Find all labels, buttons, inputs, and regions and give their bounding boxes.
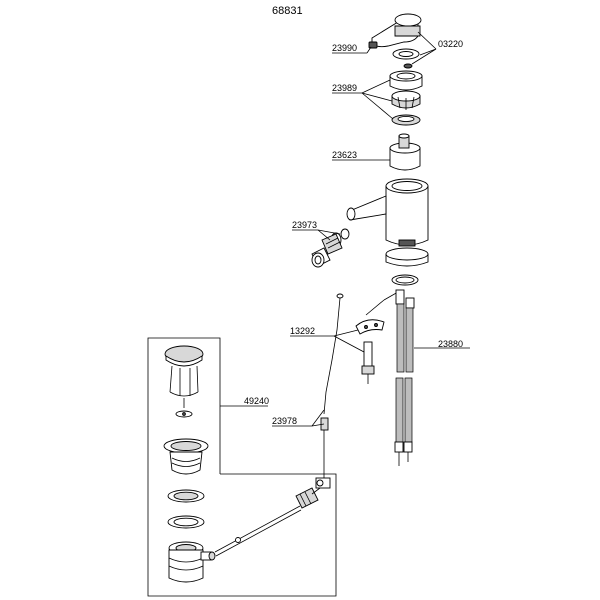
pivot-rod	[214, 487, 321, 557]
waste-flange	[163, 438, 209, 475]
label-aerator: 23973	[292, 220, 317, 230]
waste-plug	[164, 345, 204, 408]
waste-seal-bottom	[167, 515, 205, 529]
handle-lever	[371, 13, 422, 48]
waste-seal-top	[167, 489, 205, 503]
mounting-bracket	[355, 291, 399, 335]
mixer-body	[346, 178, 429, 247]
waste-box-outline	[147, 337, 337, 597]
plug-washer	[175, 410, 193, 418]
handle-ring	[392, 48, 420, 69]
base-plate	[385, 247, 429, 267]
label-handle-pin: 23990	[332, 43, 357, 53]
cap-nut	[391, 90, 421, 110]
label-handle-set: 03220	[438, 39, 463, 49]
label-cap-nut-set: 23989	[332, 83, 357, 93]
popup-rod	[315, 293, 344, 489]
waste-tail	[168, 541, 216, 583]
cartridge	[389, 133, 421, 171]
flex-hoses	[394, 289, 415, 466]
diagram-title: 68831	[272, 5, 303, 17]
label-cartridge: 23623	[332, 150, 357, 160]
aerator	[311, 228, 350, 268]
handle-pin	[368, 41, 378, 49]
label-hoses: 23880	[438, 339, 463, 349]
label-waste: 49240	[244, 396, 269, 406]
mounting-stud	[361, 341, 375, 384]
label-rod: 23978	[272, 416, 297, 426]
label-mount-kit: 13292	[290, 326, 315, 336]
base-gasket	[391, 274, 419, 286]
cap-cover	[389, 70, 423, 91]
cap-ring	[391, 114, 421, 126]
